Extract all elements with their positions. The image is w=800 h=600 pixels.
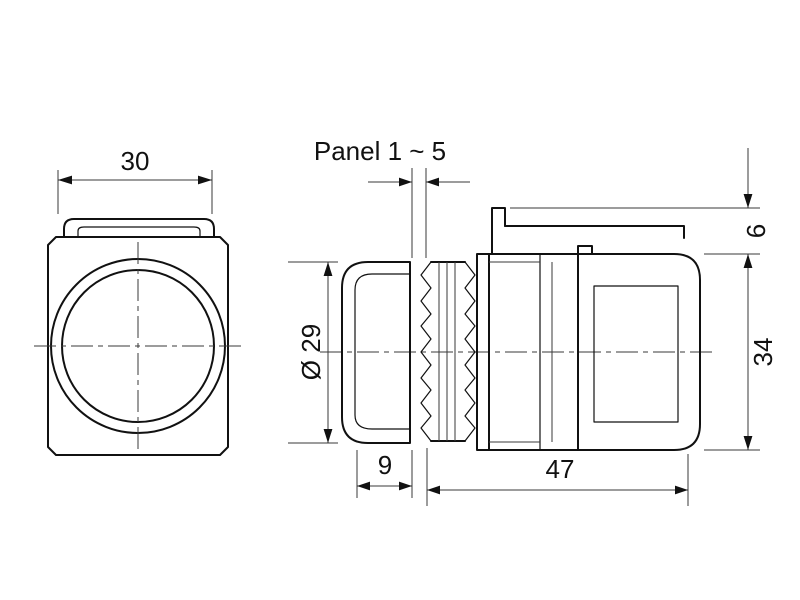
side-view xyxy=(320,207,714,451)
arrowhead-right xyxy=(198,175,212,185)
nut-thread-lines xyxy=(438,262,456,441)
arrowhead-down xyxy=(323,429,333,443)
cap-inner-line xyxy=(354,273,410,430)
arrowhead-right xyxy=(399,177,412,187)
arrowhead-down xyxy=(743,436,753,450)
arrowhead-up xyxy=(743,254,753,268)
arrowhead-right xyxy=(675,485,688,495)
arrowhead-left xyxy=(357,481,370,491)
housing-top-edge xyxy=(504,225,685,239)
dimension-body-height: 34 xyxy=(704,253,778,451)
arrowhead-down xyxy=(743,194,753,208)
dim-label-diameter: Ø 29 xyxy=(296,324,326,380)
dimension-diameter: Ø 29 xyxy=(288,261,338,444)
arrowhead-left xyxy=(426,177,439,187)
contact-block-outline xyxy=(577,253,701,451)
arrowhead-left xyxy=(427,485,440,495)
dim-label-latch-height: 6 xyxy=(741,224,771,238)
arrowhead-up xyxy=(323,262,333,276)
front-clip-outline xyxy=(63,218,215,238)
dim-label-body-height: 34 xyxy=(748,338,778,367)
front-view xyxy=(34,218,242,456)
dimension-body-depth: 47 xyxy=(426,448,689,506)
arrowhead-right xyxy=(399,481,412,491)
front-bezel-outline xyxy=(47,236,229,456)
arrowhead-left xyxy=(58,175,72,185)
housing-step-notch xyxy=(577,245,593,255)
latch-tab xyxy=(491,207,506,255)
cap-outline xyxy=(341,261,411,444)
dimension-panel: Panel 1 ~ 5 xyxy=(314,136,470,258)
dim-label-panel: Panel 1 ~ 5 xyxy=(314,136,446,166)
dim-label-width: 30 xyxy=(121,146,150,176)
dimension-latch-height: 6 xyxy=(510,148,771,238)
contact-block-label-area xyxy=(593,285,679,423)
adapter-plate xyxy=(476,253,490,451)
dimension-protrusion: 9 xyxy=(356,450,413,498)
dim-label-protrusion: 9 xyxy=(378,450,392,480)
front-clip-inner-line xyxy=(77,226,201,237)
dim-label-body-depth: 47 xyxy=(546,454,575,484)
nut-knurl-left xyxy=(420,261,432,442)
nut-knurl-right xyxy=(464,261,476,442)
dimension-width: 30 xyxy=(57,146,213,214)
